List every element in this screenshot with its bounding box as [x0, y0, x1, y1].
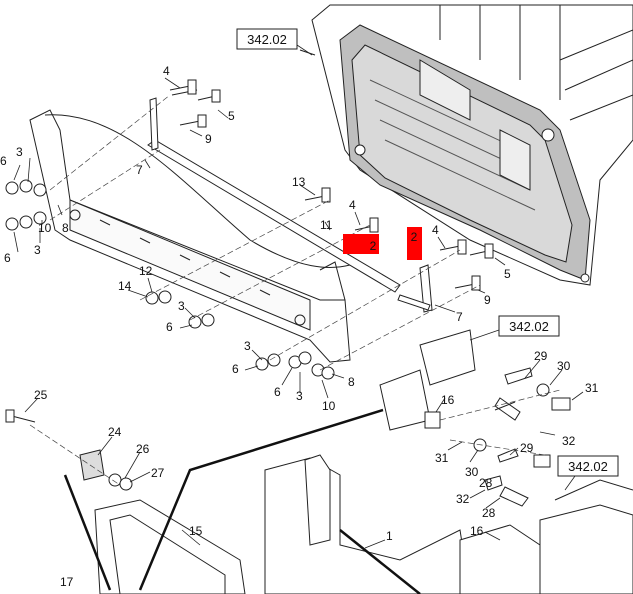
callout: 3 — [34, 243, 41, 257]
callout-label: 2 — [411, 230, 418, 244]
screws — [5, 79, 494, 423]
callout: 24 — [108, 425, 122, 439]
callout: 5 — [504, 267, 511, 281]
callout: 3 — [16, 145, 23, 159]
callout: 16 — [441, 393, 455, 407]
bottom-frame — [94, 454, 633, 594]
callout: 7 — [456, 310, 463, 324]
callout: 9 — [205, 132, 212, 146]
reference-box-middle[interactable]: 342.02 — [498, 315, 560, 337]
reference-label: 342.02 — [568, 459, 608, 474]
callout: 3 — [296, 389, 303, 403]
callout: 31 — [585, 381, 599, 395]
callout: 16 — [470, 524, 484, 538]
callout: 17 — [60, 575, 74, 589]
centerlines — [29, 94, 561, 486]
callout: 6 — [0, 154, 7, 168]
callout: 32 — [562, 434, 576, 448]
callout: 30 — [465, 465, 479, 479]
frame-assembly — [299, 4, 633, 286]
reference-label: 342.02 — [509, 319, 549, 334]
callout: 6 — [166, 320, 173, 334]
strap-left — [147, 97, 401, 293]
callout: 10 — [38, 221, 52, 235]
callout: 3 — [244, 339, 251, 353]
callout: 10 — [322, 399, 336, 413]
callout: 4 — [432, 223, 439, 237]
reference-box-top[interactable]: 342.02 — [236, 28, 298, 50]
callout: 6 — [4, 251, 11, 265]
callout-label: 2 — [370, 239, 377, 253]
callout: 27 — [151, 466, 165, 480]
connection-lines — [63, 408, 421, 594]
callout: 28 — [479, 476, 493, 490]
callout: 29 — [534, 349, 548, 363]
reference-box-lower[interactable]: 342.02 — [557, 455, 619, 477]
callout: 26 — [136, 442, 150, 456]
callout: 12 — [139, 264, 153, 278]
crossmember-bracket — [29, 109, 351, 363]
reference-label: 342.02 — [247, 32, 287, 47]
callout: 14 — [118, 279, 132, 293]
callout: 8 — [62, 221, 69, 235]
callout: 28 — [482, 506, 496, 520]
callout: 15 — [189, 524, 203, 538]
callout: 9 — [484, 293, 491, 307]
callout: 1 — [386, 529, 393, 543]
callout: 31 — [435, 451, 449, 465]
callout: 6 — [232, 362, 239, 376]
callout: 25 — [34, 388, 48, 402]
callout: 30 — [557, 359, 571, 373]
highlight-marker — [407, 227, 422, 260]
callout: 4 — [349, 198, 356, 212]
strap-right — [397, 264, 433, 313]
highlighted-callout-2-vertical[interactable]: 2 — [407, 227, 422, 260]
callout: 7 — [136, 163, 143, 177]
callout: 32 — [456, 492, 470, 506]
callout: 5 — [228, 109, 235, 123]
highlight-marker — [343, 234, 379, 254]
callout: 11 — [320, 218, 333, 232]
callout: 6 — [274, 385, 281, 399]
callout-numbers: 4 5 9 7 6 3 10 8 6 3 13 4 11 4 5 9 7 12 … — [0, 64, 599, 589]
highlighted-callout-2-horizontal[interactable]: 2 — [343, 234, 379, 254]
nuts-washers — [5, 179, 571, 491]
callout: 4 — [163, 64, 170, 78]
lower-hardware — [79, 329, 533, 550]
leader-lines — [13, 77, 584, 549]
callout: 29 — [520, 441, 534, 455]
callout: 8 — [348, 375, 355, 389]
callout: 3 — [178, 299, 185, 313]
callout: 13 — [292, 175, 306, 189]
